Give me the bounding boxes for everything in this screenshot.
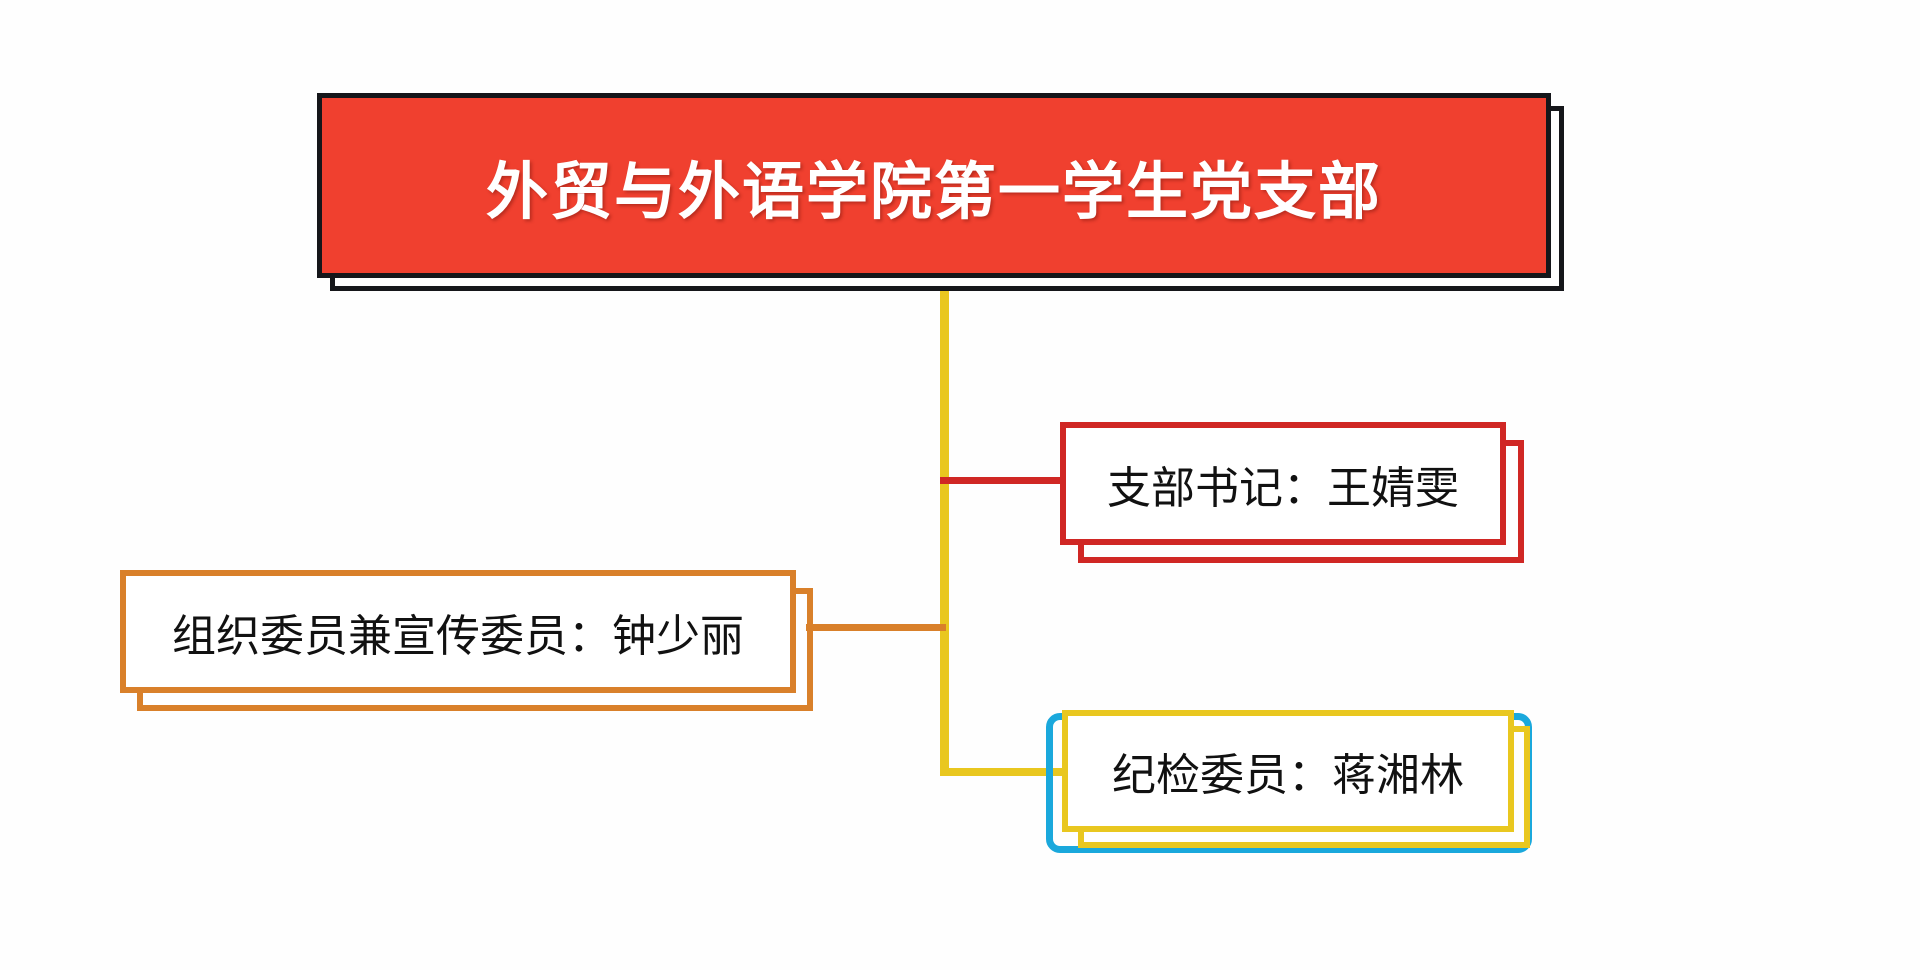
connector-branch-discipline-officer <box>940 768 1070 776</box>
secretary-node-label: 支部书记：王婧雯 <box>1107 463 1459 513</box>
node-discipline-officer[interactable]: 纪检委员：蒋湘林 <box>1062 710 1514 832</box>
root-node-label: 外贸与外语学院第一学生党支部 <box>485 157 1382 227</box>
organization-officer-node-label: 组织委员兼宣传委员：钟少丽 <box>172 611 744 661</box>
connector-trunk-vertical <box>940 288 949 775</box>
connector-branch-organization-officer <box>806 624 946 631</box>
discipline-officer-node-label: 纪检委员：蒋湘林 <box>1112 751 1464 800</box>
connector-branch-secretary <box>940 477 1065 484</box>
node-secretary[interactable]: 支部书记：王婧雯 <box>1060 422 1506 545</box>
root-node-party-branch[interactable]: 外贸与外语学院第一学生党支部 <box>317 93 1551 278</box>
node-organization-officer[interactable]: 组织委员兼宣传委员：钟少丽 <box>120 570 796 693</box>
